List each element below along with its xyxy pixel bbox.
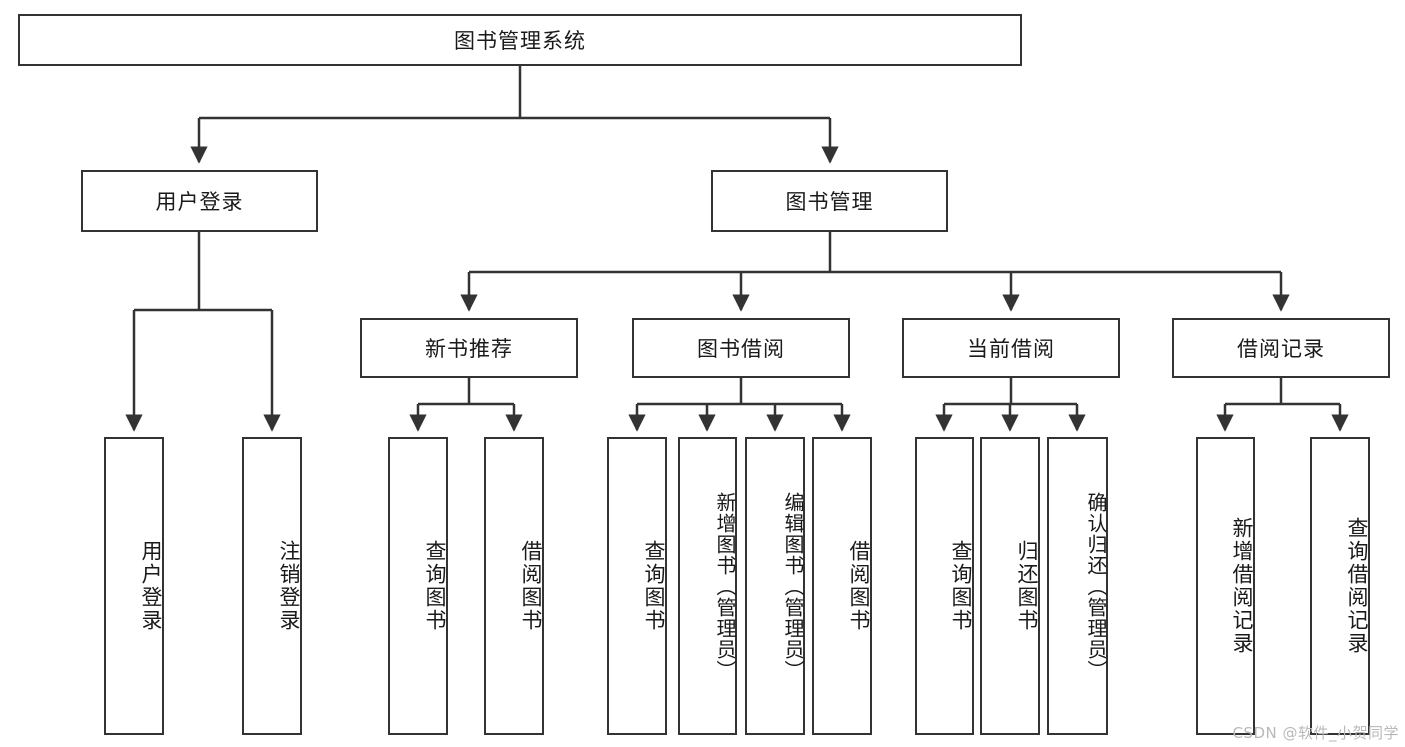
leaf-book-borrow-borrow-book[interactable]: 借阅图书 <box>812 437 872 735</box>
leaf-current-borrow-return-book[interactable]: 归还图书 <box>980 437 1040 735</box>
leaf-user-login-login[interactable]: 用户登录 <box>104 437 164 735</box>
node-book-management[interactable]: 图书管理 <box>711 170 948 232</box>
node-current-borrow[interactable]: 当前借阅 <box>902 318 1120 378</box>
leaf-user-login-logout[interactable]: 注销登录 <box>242 437 302 735</box>
leaf-borrow-record-query-record[interactable]: 查询借阅记录 <box>1310 437 1370 735</box>
node-new-book-recommend[interactable]: 新书推荐 <box>360 318 578 378</box>
csdn-watermark: CSDN @软件_小贺同学 <box>1232 724 1399 742</box>
leaf-book-borrow-edit-book-admin[interactable]: 编辑图书（管理员） <box>745 437 805 735</box>
leaf-current-borrow-confirm-return-admin[interactable]: 确认归还（管理员） <box>1047 437 1108 735</box>
leaf-current-borrow-query-book[interactable]: 查询图书 <box>915 437 974 735</box>
leaf-new-book-borrow-book[interactable]: 借阅图书 <box>484 437 544 735</box>
leaf-new-book-query-book[interactable]: 查询图书 <box>388 437 448 735</box>
node-root-book-management-system[interactable]: 图书管理系统 <box>18 14 1022 66</box>
leaf-book-borrow-query-book[interactable]: 查询图书 <box>607 437 667 735</box>
node-user-login[interactable]: 用户登录 <box>81 170 318 232</box>
leaf-book-borrow-add-book-admin[interactable]: 新增图书（管理员） <box>678 437 737 735</box>
node-book-borrow[interactable]: 图书借阅 <box>632 318 850 378</box>
node-borrow-record[interactable]: 借阅记录 <box>1172 318 1390 378</box>
leaf-borrow-record-add-record[interactable]: 新增借阅记录 <box>1196 437 1255 735</box>
